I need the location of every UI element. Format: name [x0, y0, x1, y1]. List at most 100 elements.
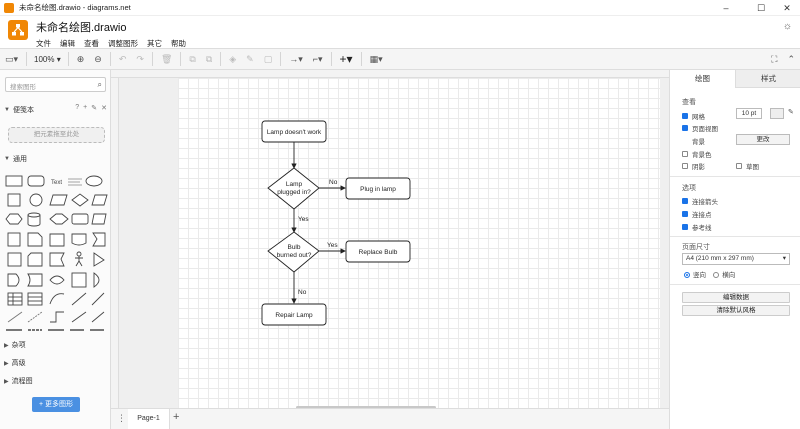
grid-color-swatch[interactable] [770, 108, 784, 119]
section-flowchart[interactable]: ▶ 流程图 [0, 374, 111, 388]
insert-icon[interactable]: +▾ [339, 52, 353, 66]
app-header: 未命名绘图.drawio 文件 编辑 查看 调整图形 其它 帮助 ☼ [0, 16, 800, 48]
node-lamp-doesnt-work[interactable] [261, 120, 327, 143]
toolbar-divider [109, 52, 111, 66]
horizontal-scrollbar[interactable] [296, 406, 436, 409]
connection-points-option[interactable]: 连接点 [682, 209, 712, 219]
landscape-radio[interactable] [713, 272, 720, 279]
more-shapes-button[interactable]: + 更多图形 [32, 397, 80, 412]
paper-size-select[interactable]: A4 (210 mm x 297 mm) ▾ [682, 253, 790, 265]
sketch-checkbox[interactable] [736, 163, 742, 169]
diagram-page[interactable]: Lamp doesn't work Lamp plugged in? Plug … [178, 78, 660, 408]
connection-arrows-option[interactable]: 连接箭头 [682, 196, 718, 206]
add-icon[interactable]: + [83, 104, 88, 111]
diagram-canvas[interactable]: Lamp doesn't work Lamp plugged in? Plug … [111, 70, 669, 408]
shadow-checkbox[interactable] [682, 163, 688, 169]
view-section-title: 查看 [682, 99, 696, 106]
grid-size-input[interactable]: 10 pt [736, 108, 762, 119]
menu-extras[interactable]: 其它 [147, 39, 162, 48]
to-front-icon[interactable]: ⧉ [189, 53, 196, 64]
menu-file[interactable]: 文件 [36, 39, 51, 48]
chevron-down-icon: ▼ [4, 156, 10, 162]
document-title[interactable]: 未命名绘图.drawio [36, 22, 127, 34]
scratchpad-dropzone[interactable]: 把元素拖至此处 [8, 127, 105, 143]
table-icon[interactable]: ▦▾ [369, 53, 383, 64]
pages-menu-icon[interactable]: ⋮ [117, 413, 126, 423]
ruler-vertical [111, 78, 119, 408]
tab-diagram[interactable]: 绘图 [670, 70, 735, 88]
fill-color-icon[interactable]: ◈ [229, 53, 237, 64]
grid-option[interactable]: 网格 [682, 111, 705, 121]
background-color-checkbox[interactable] [682, 151, 688, 157]
close-icon[interactable]: ✕ [101, 105, 107, 112]
shape-search-input[interactable]: 搜索图形 ⌕ [5, 77, 106, 92]
edit-icon[interactable]: ✎ [91, 105, 98, 112]
maximize-icon[interactable]: ☐ [756, 2, 766, 13]
format-panel-toggle-icon[interactable]: ▭▾ [5, 53, 19, 64]
section-general[interactable]: ▼ 通用 [0, 152, 111, 166]
flowchart-diagram[interactable]: Lamp doesn't work Lamp plugged in? Plug … [178, 78, 660, 408]
close-icon[interactable]: ✕ [783, 2, 791, 13]
connection-points-checkbox[interactable] [682, 211, 688, 217]
portrait-radio[interactable] [684, 272, 690, 279]
minimize-icon[interactable]: – [723, 3, 729, 13]
tab-style[interactable]: 样式 [735, 70, 800, 88]
delete-icon[interactable]: 🗑 [160, 53, 173, 64]
add-page-button[interactable]: + [173, 411, 180, 423]
grid-checkbox[interactable] [682, 113, 688, 119]
section-misc[interactable]: ▶ 杂项 [0, 338, 111, 352]
zoom-in-icon[interactable]: ⊕ [76, 53, 85, 64]
node-bulb-burned-out[interactable] [267, 231, 320, 273]
connection-style-icon[interactable]: →▾ [289, 53, 303, 64]
help-icon[interactable]: ? [75, 104, 80, 111]
node-replace-bulb[interactable] [345, 240, 411, 263]
edit-data-button[interactable]: 编辑数据 [682, 292, 790, 303]
section-scratchpad[interactable]: ▼ 便笺本 ? + ✎ ✕ [0, 103, 111, 117]
shadow-option[interactable]: 阴影 [682, 161, 705, 171]
background-color-option[interactable]: 背景色 [682, 149, 712, 159]
search-icon[interactable]: ⌕ [97, 80, 102, 89]
fullscreen-icon[interactable]: ⛶ [771, 53, 778, 64]
edit-color-icon[interactable]: ✎ [788, 109, 794, 116]
toolbar: ▭▾ 100% ▾ ⊕ ⊖ ↶ ↷ 🗑 ⧉ ⧉ ◈ ✎ ▢ →▾ ⌐▾ +▾ ▦… [0, 48, 800, 70]
page-tab-bar: ⋮ Page-1 + [111, 408, 669, 429]
page-view-checkbox[interactable] [682, 125, 688, 131]
section-label: 流程图 [11, 378, 33, 385]
redo-icon[interactable]: ↷ [136, 53, 144, 64]
landscape-label: 横向 [722, 272, 736, 279]
node-repair-lamp[interactable] [261, 303, 327, 326]
toolbar-divider [180, 52, 182, 66]
menu-edit[interactable]: 编辑 [60, 39, 75, 48]
collapse-icon[interactable]: ⌃ [787, 53, 795, 64]
format-tabs: 绘图 样式 [670, 70, 800, 88]
node-lamp-plugged-in[interactable] [267, 167, 320, 210]
general-shapes-palette[interactable]: Text [4, 172, 108, 332]
chevron-down-icon: ▾ [782, 255, 786, 262]
menu-view[interactable]: 查看 [84, 39, 99, 48]
label-decision2-line1: Bulb [287, 244, 300, 251]
node-plug-in-lamp[interactable] [345, 177, 411, 200]
guides-option[interactable]: 参考线 [682, 222, 712, 232]
line-color-icon[interactable]: ✎ [246, 53, 254, 64]
page-tab[interactable]: Page-1 [128, 409, 170, 429]
sketch-option[interactable]: 草图 [736, 161, 759, 171]
section-advanced[interactable]: ▶ 高级 [0, 356, 111, 370]
undo-icon[interactable]: ↶ [118, 53, 127, 64]
toolbar-divider [26, 52, 28, 66]
connection-points-label: 连接点 [692, 212, 712, 219]
menu-help[interactable]: 帮助 [171, 39, 186, 48]
guides-checkbox[interactable] [682, 224, 688, 230]
theme-icon[interactable]: ☼ [782, 21, 792, 32]
change-background-button[interactable]: 更改 [736, 134, 790, 145]
to-back-icon[interactable]: ⧉ [205, 53, 213, 64]
shadow-icon[interactable]: ▢ [263, 53, 273, 64]
menu-arrange[interactable]: 调整图形 [108, 39, 138, 48]
connection-arrows-checkbox[interactable] [682, 198, 688, 204]
waypoints-icon[interactable]: ⌐▾ [312, 53, 323, 64]
zoom-out-icon[interactable]: ⊖ [94, 53, 102, 64]
connection-arrows-label: 连接箭头 [692, 199, 718, 206]
zoom-select[interactable]: 100% ▾ [34, 54, 61, 64]
clear-default-style-button[interactable]: 清除默认风格 [682, 305, 790, 316]
page-view-option[interactable]: 页面视图 [682, 123, 718, 133]
edge-label-no: No [298, 289, 307, 296]
